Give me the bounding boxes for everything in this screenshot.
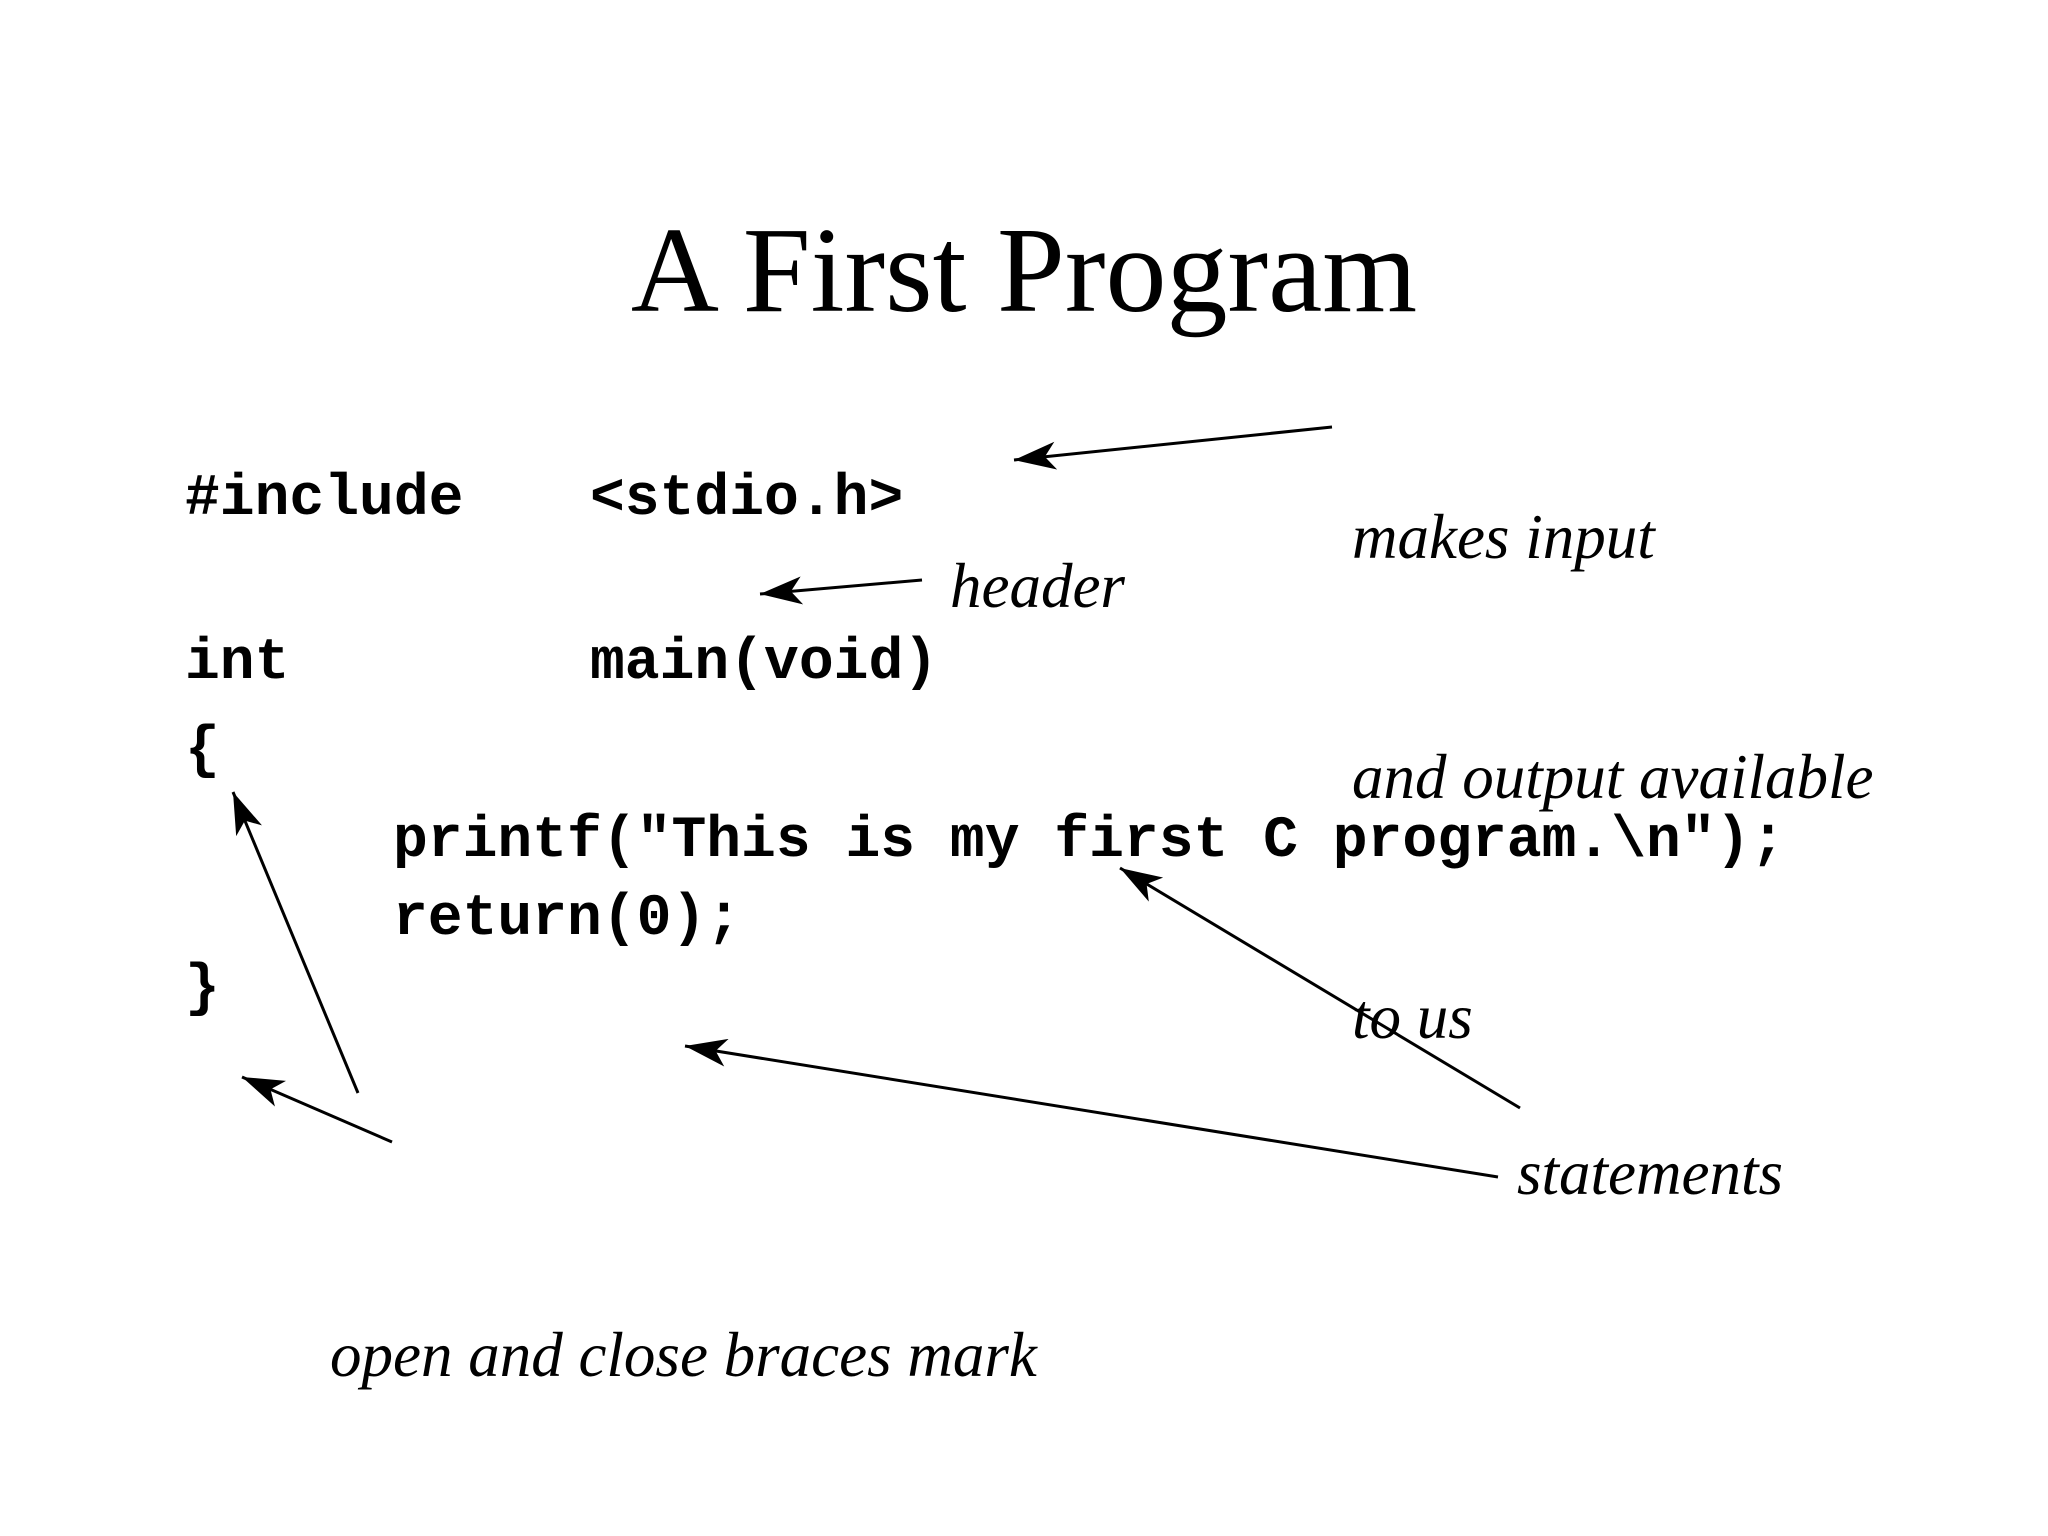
statements-body-arrow (684, 1038, 1499, 1179)
header-note-arrow (759, 576, 923, 605)
close-brace-arrow (241, 1075, 393, 1144)
io-note-arrow (1013, 425, 1333, 470)
statements-printf-arrow (1119, 866, 1521, 1110)
open-brace-arrow (231, 791, 360, 1094)
